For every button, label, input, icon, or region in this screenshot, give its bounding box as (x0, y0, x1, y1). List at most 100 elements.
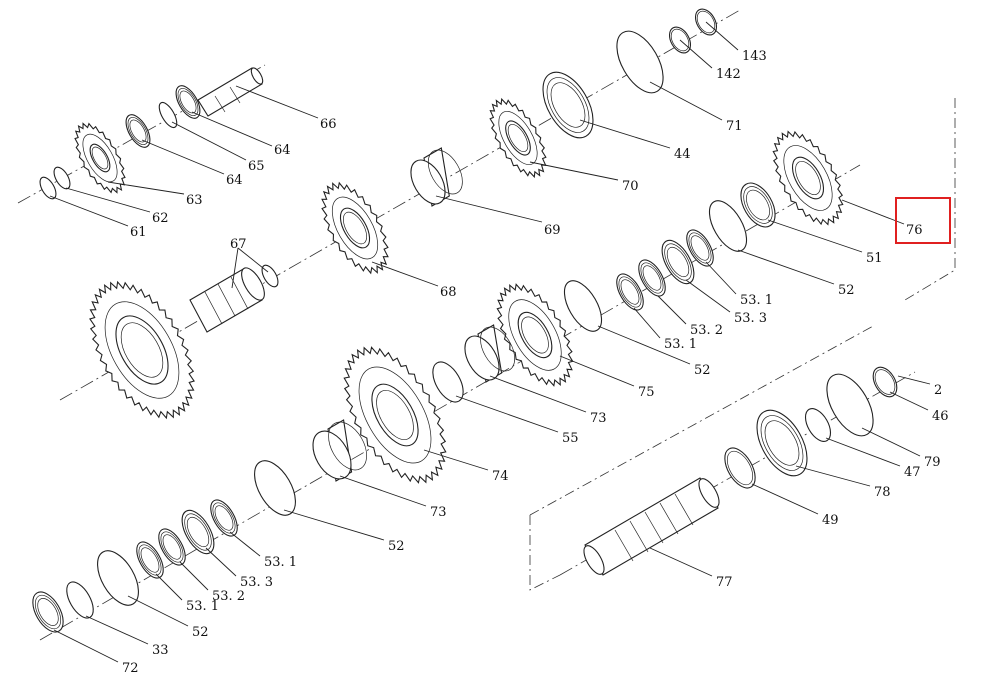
nut-46 (872, 366, 898, 398)
callout-label-52b: 52 (694, 363, 711, 378)
shaft-77 (583, 477, 720, 576)
sleeve-69 (410, 147, 463, 207)
gear-75 (496, 283, 574, 387)
ring-79 (826, 373, 874, 437)
ring-65 (158, 101, 178, 129)
callout-label-52c: 52 (388, 539, 405, 554)
gear-74 (343, 346, 447, 484)
callout-label-71: 71 (726, 119, 743, 134)
callout-label-49: 49 (822, 513, 839, 528)
leader-line-68 (371, 261, 439, 287)
leader-line-77 (649, 547, 713, 577)
callout-label-143: 143 (742, 49, 767, 64)
leader-line-533b (205, 547, 237, 577)
gear-68 (321, 181, 389, 275)
callout-label-73a: 73 (590, 411, 607, 426)
leader-line-49 (751, 483, 819, 515)
callout-label-70: 70 (622, 179, 639, 194)
leader-line-52d (127, 595, 189, 627)
ring-532a (638, 259, 666, 297)
ring-47 (804, 408, 832, 442)
bearing-51 (740, 182, 776, 228)
leader-line-74 (423, 449, 489, 471)
bearing-44 (542, 71, 594, 139)
callout-label-74: 74 (492, 469, 509, 484)
ring-52d (97, 550, 139, 606)
callout-label-55: 55 (562, 431, 579, 446)
callout-label-65: 65 (248, 159, 265, 174)
ring-52a (708, 200, 748, 252)
leader-line-61 (49, 195, 129, 227)
leader-line-73a (489, 375, 587, 413)
ring-533b (181, 509, 215, 555)
leader-line-55 (455, 395, 559, 433)
bearing-72 (32, 591, 64, 633)
washer-49 (724, 447, 756, 489)
leader-line-64b (141, 139, 225, 175)
callout-label-62: 62 (152, 211, 169, 226)
leader-line-76 (841, 199, 905, 225)
leader-line-532b (179, 561, 209, 591)
ring-group (32, 8, 898, 633)
leader-line-73b (339, 475, 427, 507)
callout-label-69: 69 (544, 223, 561, 238)
gear-67 (89, 280, 195, 420)
gear-70 (489, 97, 547, 179)
leader-line-65 (171, 121, 247, 161)
leader-line-2 (897, 375, 931, 385)
callout-label-533a: 53. 3 (734, 311, 767, 326)
sleeve-73b (312, 419, 367, 482)
ring-52b (563, 280, 603, 332)
leader-line-69 (435, 195, 543, 223)
ring-55 (432, 361, 464, 403)
leader-line-67b (237, 247, 269, 273)
leader-line-75 (559, 355, 635, 387)
leader-line-52a (737, 249, 835, 285)
leader-line-79 (861, 427, 921, 457)
bearing-78 (756, 409, 808, 477)
leader-line-531b (633, 307, 661, 339)
ring-33 (66, 581, 94, 619)
bearing-64a (125, 114, 151, 148)
callout-label-52d: 52 (192, 625, 209, 640)
callout-label-78: 78 (874, 485, 891, 500)
callout-label-533b: 53. 3 (240, 575, 273, 590)
leader-line-67a (231, 247, 239, 289)
callout-label-51: 51 (866, 251, 883, 266)
ring-531d (136, 541, 164, 579)
leader-line-52c (283, 509, 385, 541)
callout-label-77: 77 (716, 575, 733, 590)
leader-line-47 (825, 437, 901, 467)
callout-label-79: 79 (924, 455, 941, 470)
enclosure-output (529, 515, 561, 591)
callout-label-72: 72 (122, 661, 139, 676)
leader-line-531c (229, 531, 261, 557)
callout-label-532a: 53. 2 (690, 323, 723, 338)
leader-line-63 (107, 181, 185, 195)
ring-531b (616, 273, 644, 311)
callout-label-73b: 73 (430, 505, 447, 520)
callout-label-61: 61 (130, 225, 147, 240)
leader-line-44 (579, 119, 671, 149)
callout-label-531c: 53. 1 (264, 555, 297, 570)
gear-group (74, 97, 844, 484)
leader-line-51 (767, 219, 863, 253)
callout-label-66: 66 (320, 117, 337, 132)
callout-label-52a: 52 (838, 283, 855, 298)
callout-label-64b: 64 (226, 173, 243, 188)
leader-line-66 (235, 85, 319, 119)
callout-label-75: 75 (638, 385, 655, 400)
highlight-box-76 (895, 197, 951, 244)
leader-line-532a (657, 295, 687, 325)
callout-label-44: 44 (674, 147, 691, 162)
leader-line-143 (705, 21, 739, 51)
callout-label-142: 142 (716, 67, 741, 82)
callout-label-46: 46 (932, 409, 949, 424)
leader-line-142 (679, 39, 713, 69)
leader-line-62 (65, 187, 151, 213)
ring-61 (39, 176, 57, 200)
leader-line-46 (889, 391, 929, 411)
callout-label-63: 63 (186, 193, 203, 208)
